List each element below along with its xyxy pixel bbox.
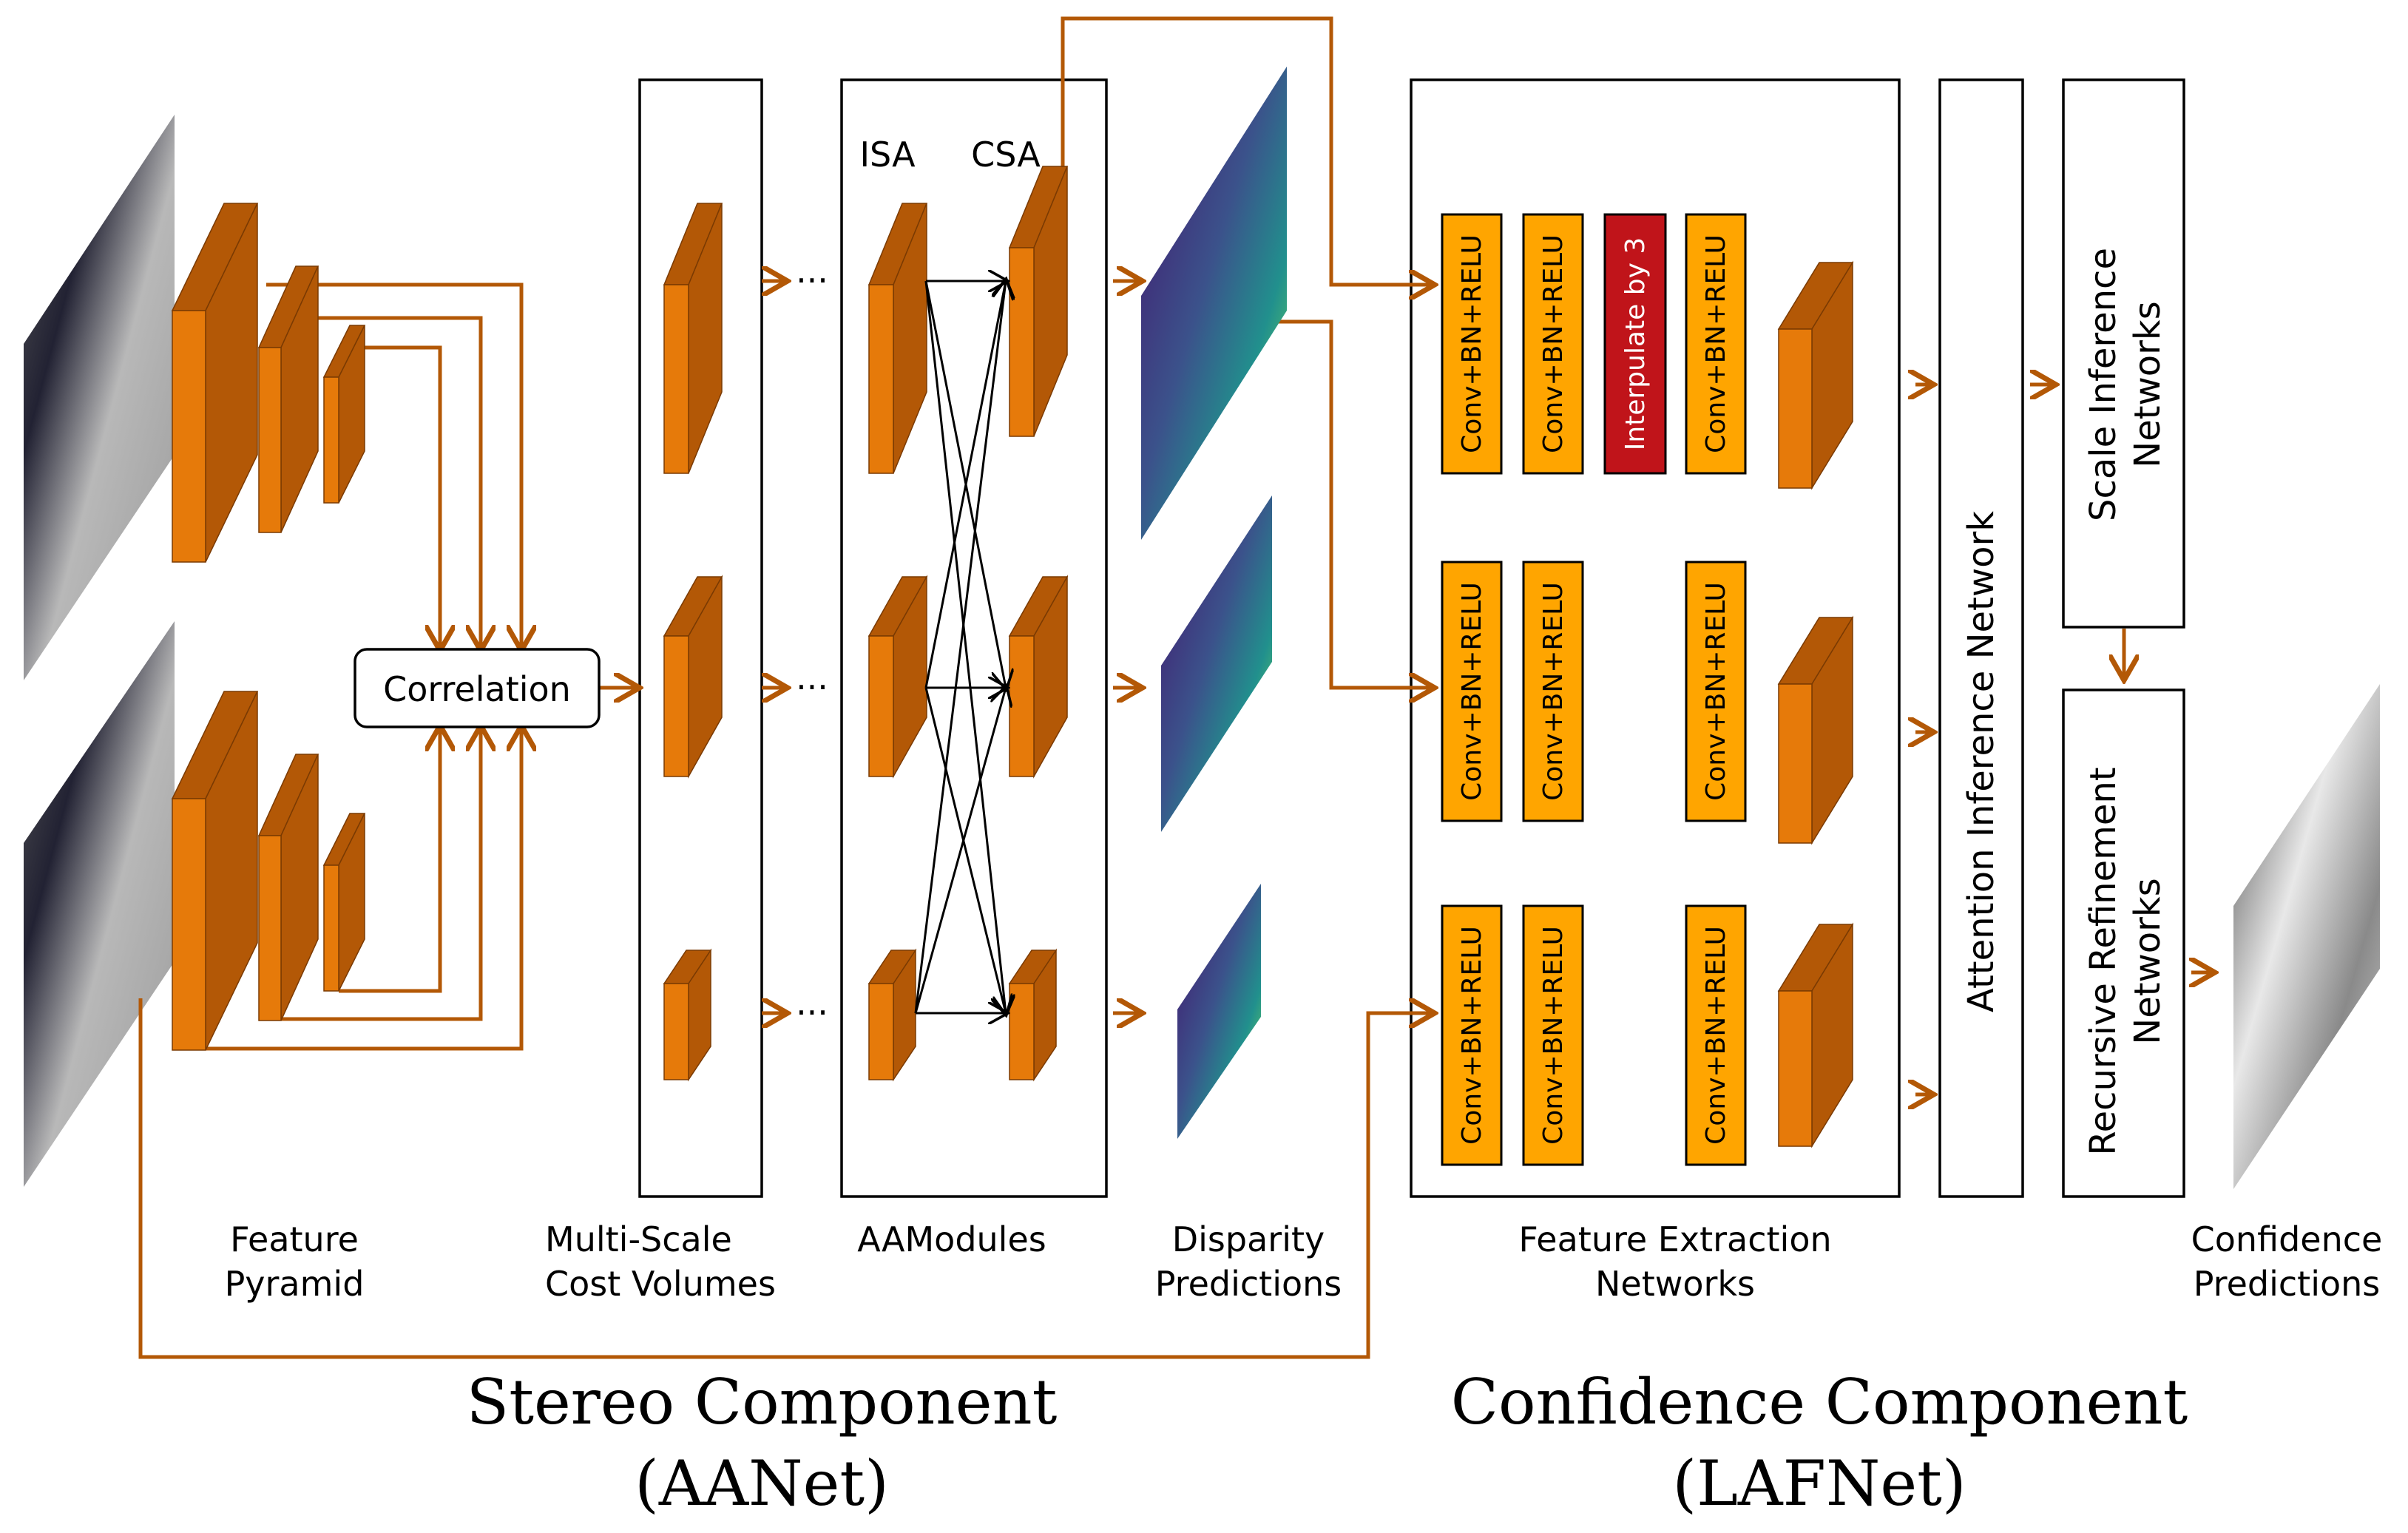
dots-bottom: ··· <box>796 992 828 1032</box>
attention-network-box <box>1938 78 2024 1198</box>
feature-block-1-front <box>1778 328 1813 489</box>
feature-extraction-label-2: Networks <box>1595 1264 1755 1304</box>
feature-block-3-front <box>1778 990 1813 1147</box>
conv-block-r1-c2 <box>1522 213 1584 475</box>
arrow-pyramid-r1 <box>206 729 521 1051</box>
arrow-pyramid-l1 <box>266 282 521 647</box>
correlation-box <box>354 648 601 728</box>
csa-label: CSA <box>971 135 1041 175</box>
csa-arrow-3-to-1 <box>914 281 1006 1014</box>
conv-block-r3-c1-label: Conv+BN+RELU <box>1457 926 1487 1145</box>
confidence-component-subtitle: (LAFNet) <box>1672 1447 1966 1520</box>
arrow-pyramid-l2 <box>303 316 481 647</box>
dots-top: ··· <box>796 260 828 300</box>
conv-block-r2-c3-label: Conv+BN+RELU <box>1701 582 1731 801</box>
recursive-network-label-1: Recursive Refinement <box>2083 767 2124 1155</box>
confidence-predictions-label-1: Confidence <box>2191 1219 2383 1259</box>
recursive-network-box <box>2062 688 2185 1198</box>
scale-network-label-2: Networks <box>2127 301 2168 467</box>
stereo-component-title: Stereo Component <box>467 1366 1058 1438</box>
confidence-component-title: Confidence Component <box>1451 1366 2188 1438</box>
interpolate-block <box>1603 213 1667 475</box>
stereo-component-subtitle: (AANet) <box>635 1447 889 1520</box>
cost-volume-3-front <box>663 983 689 1080</box>
feature-block-2-front <box>1778 683 1813 844</box>
pyramid-right-level-1-front <box>172 798 206 1051</box>
csa-block-2-front <box>1009 635 1035 777</box>
pyramid-left-level-2-front <box>258 347 282 533</box>
conv-block-r1-c2-label: Conv+BN+RELU <box>1538 234 1569 453</box>
conv-block-r1-c1-label: Conv+BN+RELU <box>1457 234 1487 453</box>
confidence-output-image <box>2233 684 2380 1189</box>
conv-block-r1-c3 <box>1685 213 1747 475</box>
cost-volumes-label-1: Multi-Scale <box>545 1219 732 1259</box>
csa-arrow-1-to-3 <box>924 280 1006 1013</box>
conv-block-r3-c2-label: Conv+BN+RELU <box>1538 926 1569 1145</box>
disparity-map-2 <box>1161 495 1272 832</box>
disparity-label-1: Disparity <box>1172 1219 1325 1259</box>
arrow-image-to-feature-3 <box>138 998 1431 1359</box>
scale-network-box <box>2062 78 2185 629</box>
isa-block-1-front <box>868 284 894 474</box>
conv-block-r2-c2-label: Conv+BN+RELU <box>1538 582 1569 801</box>
dots-middle: ··· <box>796 667 828 707</box>
pyramid-left-level-1-front <box>172 310 206 563</box>
arrow-pyramid-l3 <box>339 345 440 647</box>
conv-block-r2-c2 <box>1522 561 1584 822</box>
correlation-label: Correlation <box>383 669 571 709</box>
arrow-pyramid-r2 <box>281 729 481 1021</box>
disparity-label-2: Predictions <box>1155 1264 1342 1304</box>
conv-block-r3-c2 <box>1522 904 1584 1166</box>
csa-block-3-front <box>1009 983 1035 1080</box>
recursive-network-label-2: Networks <box>2127 878 2168 1044</box>
csa-arrow-2-to-3 <box>924 687 1006 1013</box>
arrow-skip-to-feature-1 <box>1061 16 1431 285</box>
conv-block-r2-c1-label: Conv+BN+RELU <box>1457 582 1487 801</box>
left-input-image <box>24 115 175 680</box>
cost-volume-2-front <box>663 635 689 777</box>
pyramid-right-level-2-front <box>258 835 282 1021</box>
conv-block-r1-c1 <box>1441 213 1503 475</box>
isa-label: ISA <box>859 135 916 175</box>
conv-block-r3-c3 <box>1685 904 1747 1166</box>
csa-block-1-front <box>1009 247 1035 437</box>
arrow-pyramid-r3 <box>339 729 440 993</box>
cost-volume-1-front <box>663 284 689 474</box>
conv-block-r1-c3-label: Conv+BN+RELU <box>1701 234 1731 453</box>
conv-block-r2-c1 <box>1441 561 1503 822</box>
right-input-image <box>24 621 175 1187</box>
aamodules-label: AAModules <box>857 1219 1046 1259</box>
cost-volumes-label-2: Cost Volumes <box>545 1264 776 1304</box>
feature-pyramid-label-2: Pyramid <box>225 1264 365 1304</box>
confidence-predictions-label-2: Predictions <box>2194 1264 2380 1304</box>
conv-block-r2-c3 <box>1685 561 1747 822</box>
attention-network-label: Attention Inference Network <box>1961 511 2002 1012</box>
interpolate-label: Interpulate by 3 <box>1620 237 1651 450</box>
disparity-map-1 <box>1141 67 1287 540</box>
isa-block-2-front <box>868 635 894 777</box>
conv-block-r3-c3-label: Conv+BN+RELU <box>1701 926 1731 1145</box>
pyramid-right-level-3-front <box>323 864 339 992</box>
csa-arrow-2-to-1 <box>924 281 1006 688</box>
scale-network-label-1: Scale Inference <box>2083 248 2124 521</box>
isa-block-3-front <box>868 983 894 1080</box>
csa-arrow-3-to-2 <box>914 688 1006 1014</box>
disparity-map-3 <box>1177 884 1261 1139</box>
pyramid-left-level-3-front <box>323 376 339 504</box>
conv-block-r3-c1 <box>1441 904 1503 1166</box>
feature-extraction-label-1: Feature Extraction <box>1518 1219 1831 1259</box>
feature-pyramid-label-1: Feature <box>230 1219 359 1259</box>
